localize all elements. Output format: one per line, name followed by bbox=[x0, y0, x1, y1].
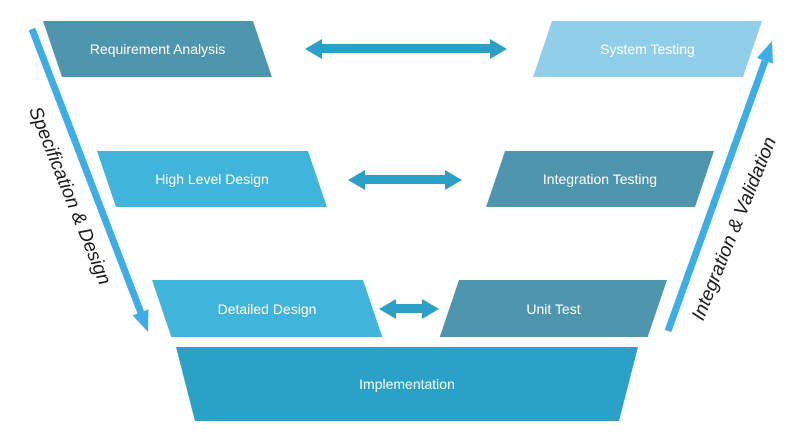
specification-design-arrow bbox=[28, 27, 149, 332]
phase-box-label: Integration Testing bbox=[542, 171, 658, 187]
phase-box-label: High Level Design bbox=[155, 171, 269, 187]
double-arrow-hld-integration-icon bbox=[364, 175, 446, 184]
phase-box-integration-testing: Integration Testing bbox=[486, 151, 714, 207]
phase-box-label: Unit Test bbox=[526, 300, 581, 317]
integration-validation-arrowhead-icon bbox=[756, 41, 773, 64]
double-arrow-detailed-unittest-icon bbox=[395, 304, 423, 313]
specification-design-arrow-line bbox=[28, 27, 145, 315]
specification-design-arrowhead-icon bbox=[132, 309, 149, 332]
phase-box-system-testing: System Testing bbox=[533, 21, 762, 77]
phase-box-label: Implementation bbox=[359, 376, 455, 392]
integration-validation-arrow-line bbox=[664, 59, 769, 333]
phase-box-unit-test: Unit Test bbox=[439, 280, 667, 337]
phase-box-label: Detailed Design bbox=[217, 300, 317, 317]
phase-box-detailed-design: Detailed Design bbox=[152, 280, 383, 337]
phase-box-label: System Testing bbox=[600, 41, 695, 57]
phase-box-label: Requirement Analysis bbox=[89, 41, 226, 57]
phase-box-implementation: Implementation bbox=[176, 347, 638, 421]
double-arrow-requirements-system-icon bbox=[321, 44, 491, 53]
phase-box-high-level-design: High Level Design bbox=[97, 151, 327, 207]
phase-box-requirement-analysis: Requirement Analysis bbox=[43, 21, 272, 77]
integration-validation-arrow bbox=[664, 41, 773, 333]
phase-box-shape bbox=[176, 347, 638, 421]
